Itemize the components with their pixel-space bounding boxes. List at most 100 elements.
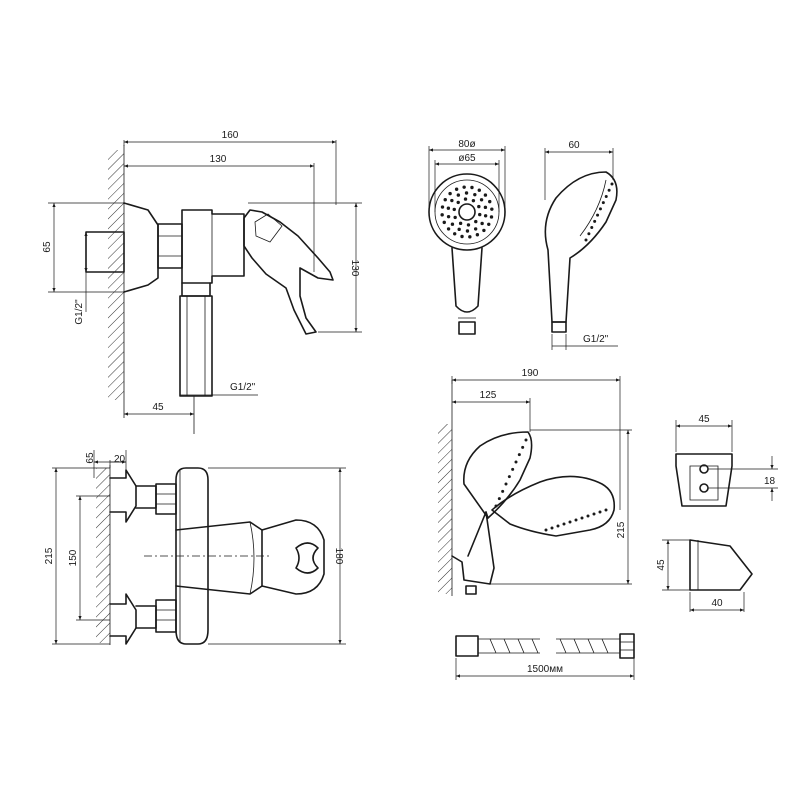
nozzle-dot (568, 520, 572, 524)
nozzle-dot (478, 212, 482, 217)
connector-nut (157, 223, 183, 269)
nozzle-dot (442, 220, 446, 225)
nozzle-dot (446, 227, 451, 231)
bottom-nut (155, 599, 177, 633)
nozzle-dot (524, 438, 528, 442)
dim-65: 65 (42, 241, 53, 253)
nozzle-dot (477, 204, 481, 209)
top-inlet (109, 469, 137, 523)
nozzle-dot (479, 198, 484, 202)
nozzle-dot (607, 188, 611, 192)
nozzle-dot (466, 223, 471, 227)
nozzle-dot (475, 233, 480, 237)
nozzle-dot (507, 475, 511, 479)
nozzle-dot (457, 227, 461, 232)
front-wall-hatch (96, 468, 110, 643)
front-lever (261, 519, 325, 595)
nozzle-dot (497, 497, 501, 501)
nozzle-dot (604, 194, 608, 198)
dim-45-bracket: 45 (698, 414, 710, 425)
nozzle-dot (517, 453, 521, 457)
lower-nozzle-row (544, 508, 608, 532)
dim-40: 40 (711, 598, 723, 609)
bracket-side-view: 45 40 (656, 539, 753, 612)
nozzle-dot (490, 207, 494, 211)
dim-180: 180 (333, 548, 344, 565)
nozzle-dot (450, 198, 454, 203)
nozzle-dot (470, 185, 474, 190)
nozzle-dot (550, 526, 554, 530)
mixer-lever (243, 209, 334, 335)
nozzle-dot (477, 188, 481, 192)
nozzle-dot (446, 214, 451, 219)
dim-130-horizontal: 130 (210, 154, 227, 165)
mixer-body (181, 209, 245, 284)
nozzle-dot (454, 187, 459, 191)
dim-45-side: 45 (152, 402, 164, 413)
cartridge-housing (175, 521, 263, 595)
head-handle-tip (458, 321, 476, 335)
nozzle-dot (453, 232, 457, 236)
head-center-disc (458, 203, 476, 221)
bracket-side-outline (689, 539, 753, 591)
nozzle-dot (487, 222, 491, 226)
nozzle-dot (453, 215, 457, 220)
nozzle-dot (587, 232, 591, 236)
hose-end-right (619, 633, 635, 659)
lever-grip (295, 542, 319, 574)
dim-45-bracket-side: 45 (656, 559, 667, 571)
holder-head-lower (491, 475, 616, 537)
nozzle-dot (501, 489, 505, 493)
bottom-inlet (109, 593, 137, 645)
nozzle-dot (610, 182, 614, 186)
wall-hatch (108, 150, 124, 400)
nozzle-dot (482, 228, 486, 233)
top-nut (155, 483, 177, 515)
nozzle-dot (489, 215, 494, 219)
nozzle-dot (462, 185, 466, 189)
nozzle-dot (471, 198, 476, 203)
nozzle-dot (440, 205, 445, 209)
dim-18: 18 (764, 476, 776, 487)
bottom-eccentric (135, 605, 157, 629)
nozzle-dot (446, 206, 451, 210)
nozzle-dot (556, 524, 560, 528)
nozzle-pattern (440, 185, 494, 239)
nozzle-dot (590, 226, 594, 230)
dim-150: 150 (68, 549, 79, 566)
nozzle-dot (473, 192, 477, 197)
front-body (175, 467, 209, 645)
dim-215-front: 215 (44, 547, 55, 564)
nozzle-dot (443, 198, 447, 202)
nozzle-dot (465, 229, 470, 233)
nozzle-dot (604, 508, 608, 512)
dim-65-diameter: ø65 (458, 153, 476, 164)
nozzle-dot (456, 200, 460, 205)
nozzle-dot (584, 238, 588, 242)
head-side-thread: G1/2" (583, 334, 609, 345)
nozzle-dot (468, 235, 472, 239)
mixer-side-view: 160 130 65 G1/2" 130 G1/2" 45 (42, 130, 362, 434)
dim-130-vertical: 130 (349, 260, 360, 277)
outlet-nut (181, 282, 211, 297)
nozzle-dot (601, 201, 605, 205)
nozzle-dot (480, 221, 484, 226)
nozzle-dot (463, 197, 468, 201)
head-handle (451, 247, 483, 313)
dim-80-diameter: 80ø (458, 139, 475, 150)
side-nozzle-row (584, 182, 614, 242)
nozzle-dot (458, 221, 463, 226)
nozzle-dot (580, 516, 584, 520)
nozzle-dot (598, 207, 602, 211)
nozzle-dot (483, 214, 488, 218)
nozzle-dot (483, 205, 488, 210)
shower-holder-view: 190 125 215 (438, 368, 632, 596)
nozzle-dot (514, 460, 518, 464)
top-eccentric (135, 485, 157, 509)
nozzle-dot (450, 222, 455, 226)
dim-125: 125 (480, 390, 497, 401)
nozzle-dot (592, 512, 596, 516)
nozzle-dot (521, 445, 525, 449)
nozzle-dot (474, 219, 478, 224)
